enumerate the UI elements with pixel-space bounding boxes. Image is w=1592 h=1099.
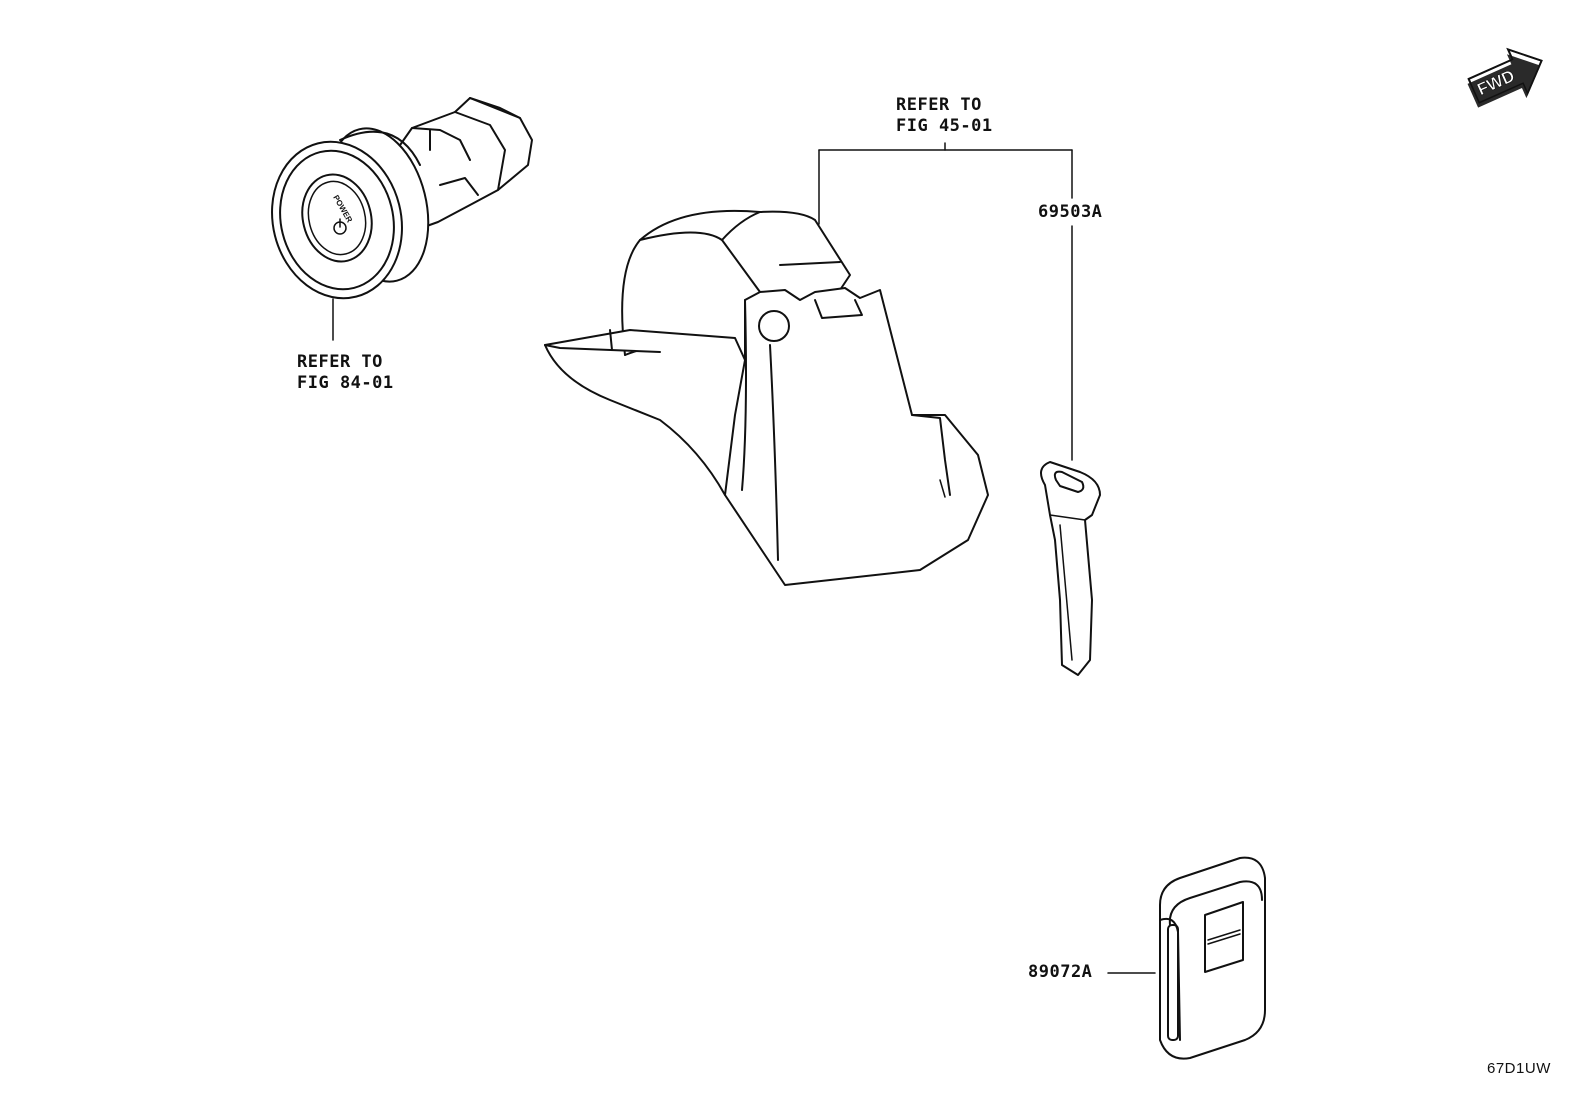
figure-code: 67D1UW — [1487, 1060, 1551, 1077]
mechanical-key — [1040, 461, 1101, 676]
fwd-arrow-icon: FWD — [1467, 47, 1543, 108]
refer-line-2: FIG 84-01 — [297, 373, 394, 393]
push-start-switch — [271, 97, 533, 341]
refer-line-2: FIG 45-01 — [896, 116, 993, 136]
steering-column-cover — [544, 142, 1073, 586]
fob-part-number: 89072A — [1028, 962, 1093, 982]
refer-line-1: REFER TO — [896, 95, 982, 115]
smart-key-fob — [1107, 856, 1266, 1060]
key-part-number: 69503A — [1038, 202, 1103, 222]
push-switch-refer-label: REFER TO FIG 84-01 — [297, 352, 394, 394]
refer-line-1: REFER TO — [297, 352, 383, 372]
lock-refer-label: REFER TO FIG 45-01 — [896, 95, 993, 137]
